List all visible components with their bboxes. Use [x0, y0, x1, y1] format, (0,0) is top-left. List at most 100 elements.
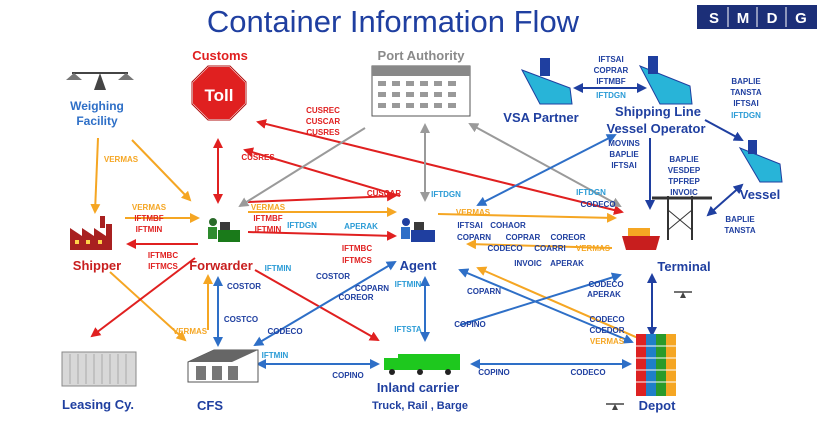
vsa-partner-label: VSA Partner [503, 110, 578, 125]
toll-stop-sign-icon: Toll [191, 65, 247, 121]
msg-codeco-r1: CODECO [588, 280, 623, 289]
msg-codeco-r2: CODECO [589, 315, 624, 324]
msg-ves-vesdep: VESDEP [668, 166, 701, 175]
msg-ag-vermas: VERMAS [456, 208, 491, 217]
msg-coparn-mid: COPARN [355, 284, 389, 293]
msg-ag-iftmin: IFTMIN [395, 280, 422, 289]
arrow-weighing-shipper [90, 137, 101, 214]
arrow-port-forwarder [238, 127, 366, 208]
msg-codeco-depot: CODECO [570, 368, 605, 377]
truck-icon [384, 354, 460, 375]
msg-ag-iftsai: IFTSAI [457, 221, 482, 230]
msg-pa-iftdgn: IFTDGN [431, 190, 461, 199]
arrow-forwarder-agent-red [247, 230, 397, 241]
smdg-logo: S M D G [697, 5, 817, 29]
msg-ag-coparn: COPARN [457, 233, 491, 242]
msg-sl-tansta: TANSTA [730, 88, 761, 97]
warehouse-icon [187, 349, 259, 383]
msg-copino-depot: COPINO [478, 368, 510, 377]
msg-ag-cohaor: COHAOR [490, 221, 526, 230]
arrow-terminal-vessel [706, 183, 744, 217]
msg-cusres: CUSRES [241, 153, 275, 162]
logo-letter-s: S [709, 10, 719, 27]
msg-fw-iftmin: IFTMIN [255, 225, 282, 234]
arrow-shipper-leasing-red [90, 257, 196, 338]
factory-icon [70, 216, 112, 250]
msg-cusrec: CUSREC [306, 106, 340, 115]
port-authority-building-icon [371, 65, 471, 117]
msg-vsa-iftmbf: IFTMBF [596, 77, 625, 86]
msg-ag-aperak: APERAK [550, 259, 584, 268]
msg-ves-invoic: INVOIC [670, 188, 698, 197]
msg-fw-iftmbc: IFTMBC [342, 244, 372, 253]
msg-vermas-r2: VERMAS [590, 337, 625, 346]
logo-letter-d: D [767, 10, 778, 27]
msg-ag-invoic: INVOIC [514, 259, 542, 268]
arrows-layer [90, 83, 744, 369]
msg-shipper-iftmcs: IFTMCS [148, 262, 178, 271]
msg-term-tansta: TANSTA [724, 226, 755, 235]
msg-vermas-left: VERMAS [104, 155, 139, 164]
transport-modes-label: Truck, Rail , Barge [372, 400, 468, 412]
msg-ves-baplie: BAPLIE [669, 155, 699, 164]
terminal-label: Terminal [657, 259, 710, 274]
msg-aperak-r1: APERAK [587, 290, 621, 299]
msg-shipper-iftmbc: IFTMBC [148, 251, 178, 260]
arrow-agent-terminal-vermas2 [466, 239, 613, 250]
msg-shipper-vermas: VERMAS [132, 203, 167, 212]
msg-fw-iftdgn: IFTDGN [287, 221, 317, 230]
msg-fw-iftmcs: IFTMCS [342, 256, 372, 265]
msg-shipper-iftmin: IFTMIN [136, 225, 163, 234]
msg-coparn-right: COPARN [467, 287, 501, 296]
msg-fw-iftmin2: IFTMIN [265, 264, 292, 273]
msg-iftdgn-term: IFTDGN [576, 188, 606, 197]
msg-term-baplie: BAPLIE [725, 215, 755, 224]
msg-fw-vermas: VERMAS [251, 203, 286, 212]
logo-letter-g: G [795, 10, 807, 27]
arrow-shipper-cfs-vermas [109, 271, 187, 342]
logo-letter-m: M [737, 10, 750, 27]
msg-copino-cfs: COPINO [332, 371, 364, 380]
cfs-label: CFS [197, 398, 223, 413]
arrow-agent-depot [458, 268, 634, 344]
shipping-line-ship-icon [638, 56, 693, 105]
msg-ves-tpfrep: TPFREP [668, 177, 700, 186]
msg-costco: COSTCO [224, 315, 258, 324]
msg-ag-coarri: COARRI [534, 244, 566, 253]
msg-movins: MOVINS [608, 139, 640, 148]
msg-cusres-top: CUSRES [306, 128, 340, 137]
toll-label: Toll [205, 86, 234, 105]
arrow-forwarder-customs-cuscar [247, 191, 397, 203]
small-scale-icon-depot [606, 403, 624, 410]
diagram-title: Container Information Flow [207, 4, 580, 39]
msg-coedor-r2: COEDOR [589, 326, 624, 335]
msg-codeco-left: CODECO [267, 327, 302, 336]
agent-person-icon [401, 218, 435, 242]
small-scale-icon-terminal [674, 291, 692, 298]
msg-vermas-bottom: VERMAS [173, 327, 208, 336]
shipper-label: Shipper [73, 258, 121, 273]
msg-costor-left: COSTOR [227, 282, 261, 291]
port-authority-label: Port Authority [378, 48, 466, 63]
forwarder-person-icon [208, 218, 240, 242]
vessel-ship-icon [738, 140, 783, 183]
msg-ag-coprar: COPRAR [506, 233, 541, 242]
msg-shipper-iftmbf: IFTMBF [134, 214, 163, 223]
msg-movins-baplie: BAPLIE [609, 150, 639, 159]
vessel-label: Vessel [740, 187, 781, 202]
arrow-weighing-forwarder [131, 139, 192, 202]
depot-label: Depot [639, 398, 677, 413]
msg-costor-mid: COSTOR [316, 272, 350, 281]
msg-vsa-coprar: COPRAR [594, 66, 629, 75]
msg-sl-iftdgn: IFTDGN [731, 111, 761, 120]
msg-cfs-iftmin: IFTMIN [262, 351, 289, 360]
msg-sl-baplie: BAPLIE [731, 77, 761, 86]
msg-aperak-mid: APERAK [344, 222, 378, 231]
arrow-agent-forwarder-blue [253, 260, 397, 347]
arrow-agent-customs [243, 147, 401, 197]
terminal-crane-icon [622, 196, 712, 250]
msg-codeco-term: CODECO [580, 200, 615, 209]
arrow-shippingline-vessel [704, 119, 744, 141]
